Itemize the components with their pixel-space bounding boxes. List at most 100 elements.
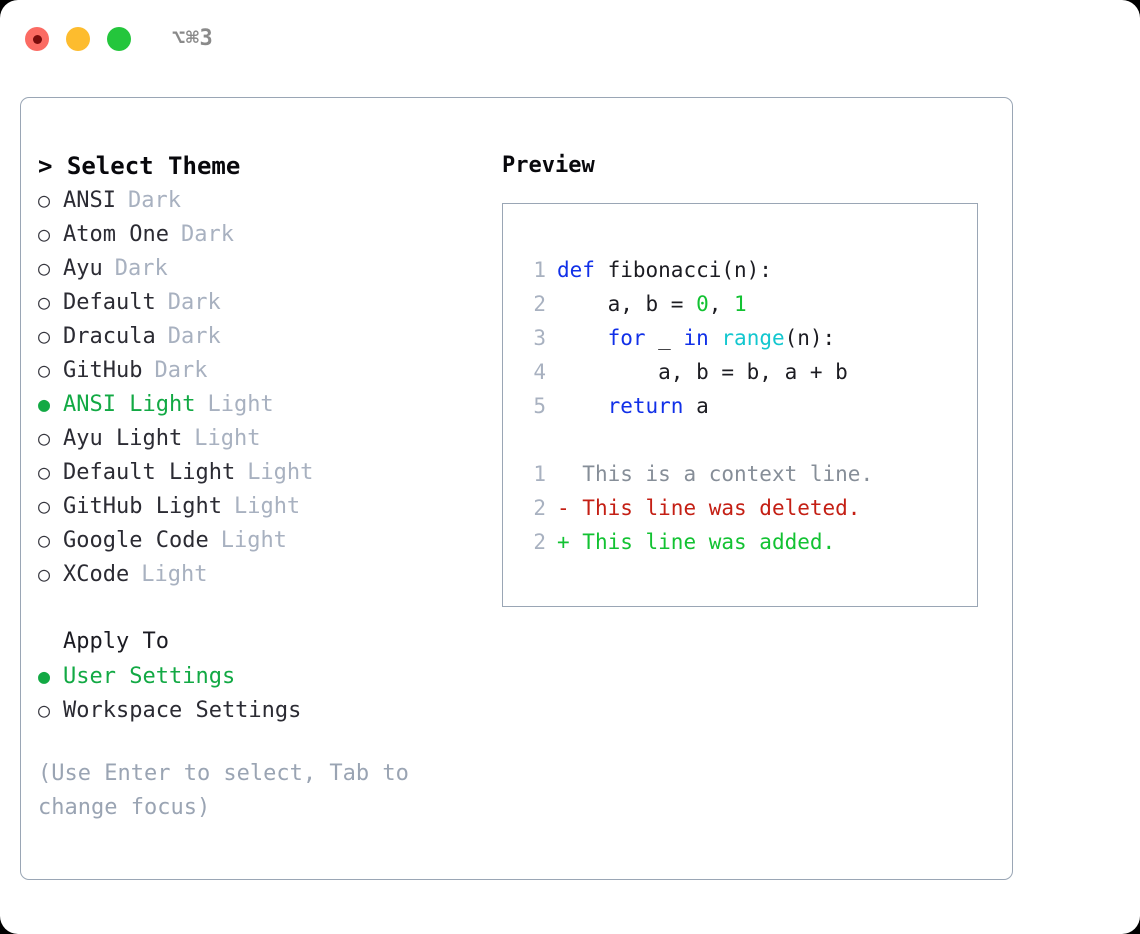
radio-icon[interactable]: ○	[38, 188, 51, 212]
theme-list-item[interactable]: ○ Dracula Dark	[38, 319, 483, 353]
theme-list-item[interactable]: ○ Default Light Light	[38, 455, 483, 489]
code-text: a, b = 0, 1	[557, 287, 747, 321]
radio-icon[interactable]: ○	[38, 324, 51, 348]
theme-list: ○ ANSI Dark ○ Atom One Dark ○ Ayu Dark	[38, 183, 483, 591]
main-panel: > Select Theme ○ ANSI Dark ○ Atom One Da…	[20, 97, 1013, 880]
minimize-window-button[interactable]	[66, 27, 90, 51]
theme-picker-column: > Select Theme ○ ANSI Dark ○ Atom One Da…	[38, 149, 483, 825]
code-line: 4 a, b = b, a + b	[520, 355, 971, 389]
theme-variant-tag: Light	[207, 392, 274, 417]
line-number: 2	[533, 292, 546, 316]
theme-list-item[interactable]: ○ Atom One Dark	[38, 217, 483, 251]
theme-name: Dracula	[63, 324, 156, 349]
radio-icon[interactable]: ○	[38, 698, 51, 722]
diff-spacer	[520, 423, 971, 457]
theme-name: GitHub Light	[63, 494, 222, 519]
theme-list-item[interactable]: ○ GitHub Dark	[38, 353, 483, 387]
diff-text: This line was deleted.	[582, 496, 861, 520]
diff-text: This is a context line.	[582, 462, 874, 486]
radio-icon[interactable]: ○	[38, 256, 51, 280]
code-preview: 1 def fibonacci(n): 2 a, b = 0, 1 3 for …	[520, 253, 971, 559]
section-spacer	[38, 591, 483, 625]
token-plain: a	[683, 394, 709, 418]
panel-columns: > Select Theme ○ ANSI Dark ○ Atom One Da…	[21, 98, 1012, 879]
radio-icon[interactable]: ○	[38, 562, 51, 586]
token-number: 1	[734, 292, 747, 316]
apply-to-title: Apply To	[63, 629, 169, 654]
diff-text: This line was added.	[582, 530, 836, 554]
line-number: 2	[533, 530, 546, 554]
radio-selected-icon[interactable]: ●	[38, 664, 51, 688]
code-line: 1 def fibonacci(n):	[520, 253, 971, 287]
keyboard-hint-text: (Use Enter to select, Tab to change focu…	[38, 761, 423, 820]
radio-icon[interactable]: ○	[38, 290, 51, 314]
diff-marker: -	[557, 496, 583, 520]
diff-line-deleted: 2 - This line was deleted.	[520, 491, 971, 525]
preview-panel: 1 def fibonacci(n): 2 a, b = 0, 1 3 for …	[502, 203, 978, 607]
code-line: 2 a, b = 0, 1	[520, 287, 971, 321]
keyboard-shortcut-label: ⌥⌘3	[172, 26, 214, 51]
diff-marker	[557, 457, 582, 491]
theme-variant-tag: Light	[141, 562, 208, 587]
theme-variant-tag: Light	[233, 494, 301, 519]
token-plain: ,	[708, 292, 735, 316]
token-keyword: return	[607, 394, 684, 418]
theme-list-item[interactable]: ○ XCode Light	[38, 557, 483, 591]
apply-to-item-selected[interactable]: ● User Settings	[38, 659, 483, 693]
token-keyword: for	[607, 326, 646, 350]
apply-to-item[interactable]: ○ Workspace Settings	[38, 693, 483, 727]
theme-variant-tag: Light	[220, 528, 287, 553]
token-number: 0	[696, 292, 709, 316]
theme-name: ANSI Light	[63, 392, 196, 417]
token-plain: a, b = b, a + b	[557, 360, 848, 384]
token-plain: fibonacci(n):	[594, 258, 772, 282]
apply-to-list: ● User Settings ○ Workspace Settings	[38, 659, 483, 727]
token-plain	[709, 326, 722, 350]
theme-name: Atom One	[63, 222, 169, 247]
radio-icon[interactable]: ○	[38, 426, 51, 450]
theme-name: GitHub	[63, 358, 143, 383]
theme-variant-tag: Dark	[114, 256, 168, 281]
radio-icon[interactable]: ○	[38, 222, 51, 246]
theme-list-item-selected[interactable]: ● ANSI Light Light	[38, 387, 483, 421]
preview-title: Preview	[502, 153, 595, 178]
hint-spacer	[38, 727, 483, 757]
token-plain	[557, 326, 608, 350]
line-number: 5	[533, 394, 546, 418]
token-plain: (n):	[784, 326, 836, 350]
code-text: for _ in range(n):	[557, 321, 836, 355]
code-text: a, b = b, a + b	[557, 355, 848, 389]
theme-name: Ayu Light	[63, 426, 183, 451]
radio-icon[interactable]: ○	[38, 528, 51, 552]
line-number: 2	[533, 496, 546, 520]
window-controls	[25, 27, 131, 51]
diff-line-context: 1 This is a context line.	[520, 457, 971, 491]
radio-icon[interactable]: ○	[38, 494, 51, 518]
radio-selected-icon[interactable]: ●	[38, 392, 51, 416]
radio-icon[interactable]: ○	[38, 460, 51, 484]
code-line: 3 for _ in range(n):	[520, 321, 971, 355]
theme-list-item[interactable]: ○ ANSI Dark	[38, 183, 483, 217]
token-plain: a, b =	[557, 292, 697, 316]
theme-list-item[interactable]: ○ Ayu Dark	[38, 251, 483, 285]
title-bar: ⌥⌘3	[0, 0, 1140, 78]
code-line: 5 return a	[520, 389, 971, 423]
token-plain: _	[645, 326, 684, 350]
theme-list-item[interactable]: ○ Ayu Light Light	[38, 421, 483, 455]
theme-variant-tag: Dark	[167, 290, 221, 315]
apply-to-label: User Settings	[63, 664, 236, 689]
zoom-window-button[interactable]	[107, 27, 131, 51]
theme-list-item[interactable]: ○ Default Dark	[38, 285, 483, 319]
theme-variant-tag: Dark	[154, 358, 208, 383]
theme-name: Ayu	[63, 256, 103, 281]
line-number: 4	[533, 360, 546, 384]
token-keyword: def	[557, 258, 595, 282]
theme-list-item[interactable]: ○ Google Code Light	[38, 523, 483, 557]
diff-line-added: 2 + This line was added.	[520, 525, 971, 559]
close-icon	[32, 34, 42, 44]
radio-icon[interactable]: ○	[38, 358, 51, 382]
token-plain	[557, 394, 608, 418]
close-window-button[interactable]	[25, 27, 49, 51]
theme-list-item[interactable]: ○ GitHub Light Light	[38, 489, 483, 523]
